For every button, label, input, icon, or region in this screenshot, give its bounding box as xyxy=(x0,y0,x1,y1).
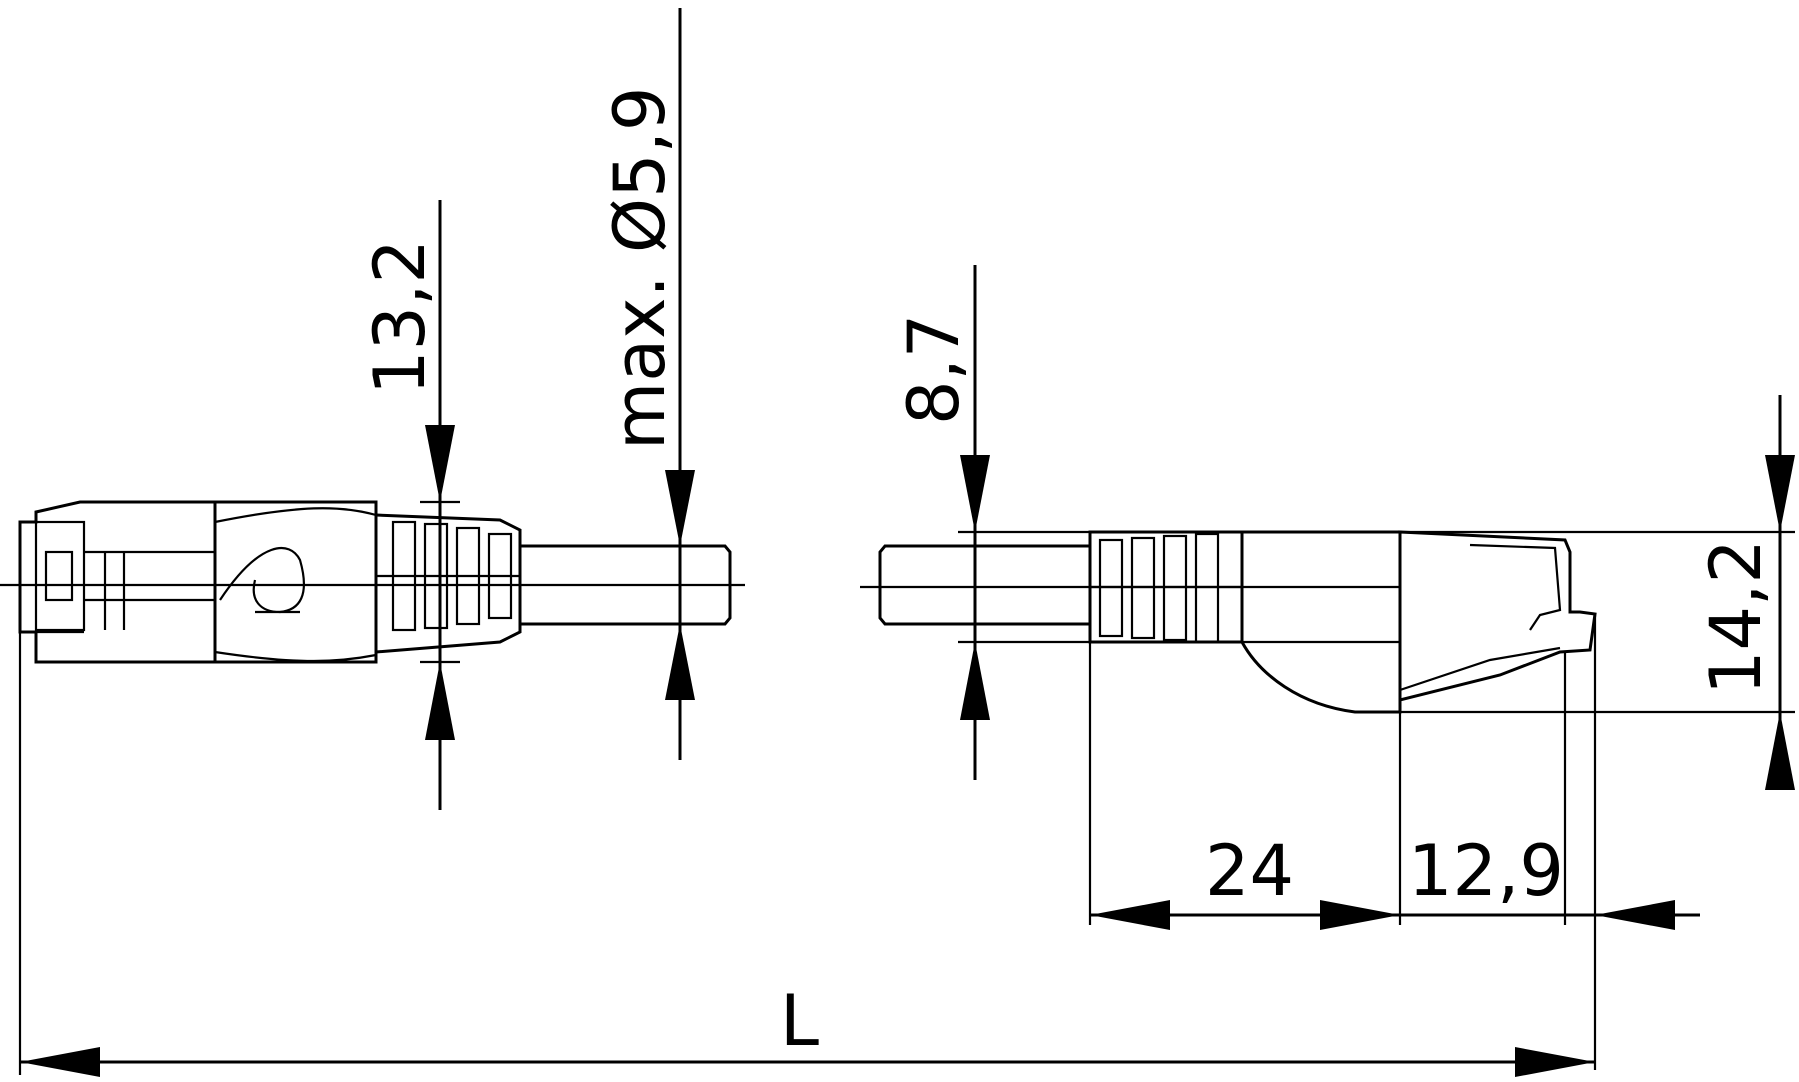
dimension-total-length: L xyxy=(18,632,1595,1077)
label-boot-length: 24 xyxy=(1205,830,1294,912)
dimension-cable-gap: 8,7 xyxy=(893,265,1090,780)
label-total-length: L xyxy=(780,980,819,1062)
dimension-cable-diameter: max. Ø5,9 xyxy=(599,8,695,760)
label-plug-length: 12,9 xyxy=(1408,830,1564,912)
label-cable-gap: 8,7 xyxy=(893,314,975,425)
label-plug-overall-height: 14,2 xyxy=(1695,539,1777,695)
left-plug xyxy=(0,500,745,664)
label-cable-diameter: max. Ø5,9 xyxy=(599,87,681,450)
dimension-lengths: 24 12,9 xyxy=(1088,614,1700,1070)
dimension-plug-height: 13,2 xyxy=(359,200,460,810)
label-plug-height: 13,2 xyxy=(359,239,441,395)
dimension-plug-overall-height: 14,2 xyxy=(1400,395,1795,790)
